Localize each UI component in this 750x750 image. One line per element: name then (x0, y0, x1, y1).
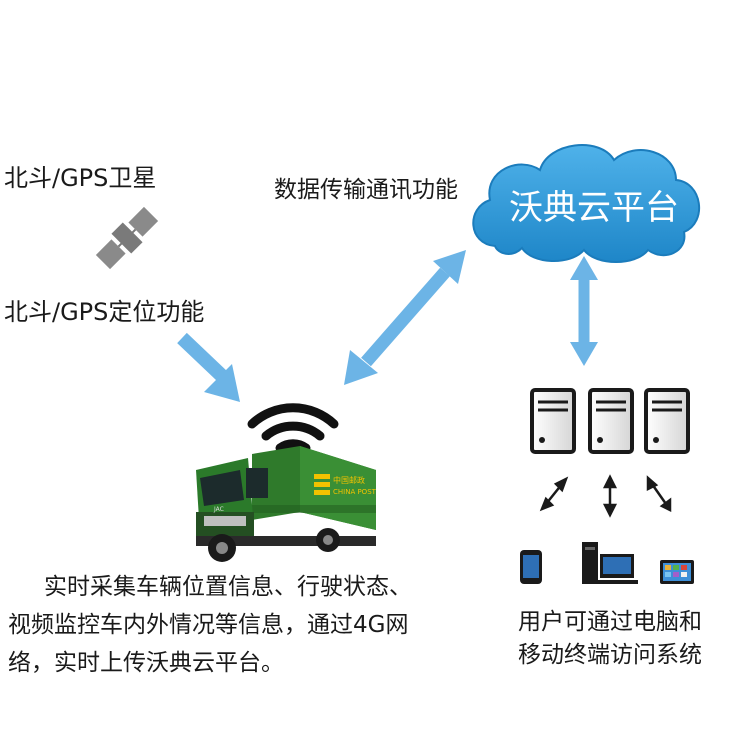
access-description-line: 用户可通过电脑和 (518, 609, 702, 635)
china-post-logo-en: CHINA POST (333, 488, 377, 496)
wifi-signal-icon (247, 403, 339, 453)
vehicle-description-line: 络，实时上传沃典云平台。 (8, 650, 284, 676)
cab-badge: JAC (213, 506, 224, 513)
vehicle-description-line: 视频监控车内外情况等信息，通过4G网 (8, 612, 409, 638)
china-post-logo (314, 474, 330, 495)
mobile-phone-icon (520, 550, 542, 584)
server-icon (644, 388, 690, 454)
transmission-label: 数据传输通讯功能 (274, 177, 458, 203)
positioning-arrow (177, 332, 240, 402)
vehicle-description: 实时采集车辆位置信息、行驶状态、 视频监控车内外情况等信息，通过4G网 络，实时… (8, 568, 494, 682)
satellite-label: 北斗/GPS卫星 (4, 164, 157, 192)
vehicle-description-line: 实时采集车辆位置信息、行驶状态、 (44, 574, 412, 600)
cloud-platform-label: 沃典云平台 (509, 188, 679, 228)
access-description: 用户可通过电脑和 移动终端访问系统 (518, 606, 746, 672)
positioning-label: 北斗/GPS定位功能 (4, 298, 205, 326)
transmission-arrow (344, 250, 466, 385)
satellite-icon (95, 206, 159, 270)
china-post-logo-cn: 中国邮政 (333, 475, 365, 485)
mail-truck: 中国邮政 CHINA POST JAC (196, 446, 377, 562)
desktop-computer-icon (582, 542, 638, 584)
server-icon (588, 388, 634, 454)
cloud-icon (472, 144, 701, 263)
tablet-icon (660, 560, 694, 584)
cloud-server-arrow (570, 256, 598, 366)
access-description-line: 移动终端访问系统 (518, 642, 702, 668)
device-link-arrow (539, 476, 569, 512)
server-icon (530, 388, 576, 454)
device-link-arrow (602, 474, 618, 518)
device-link-arrow (646, 475, 672, 513)
